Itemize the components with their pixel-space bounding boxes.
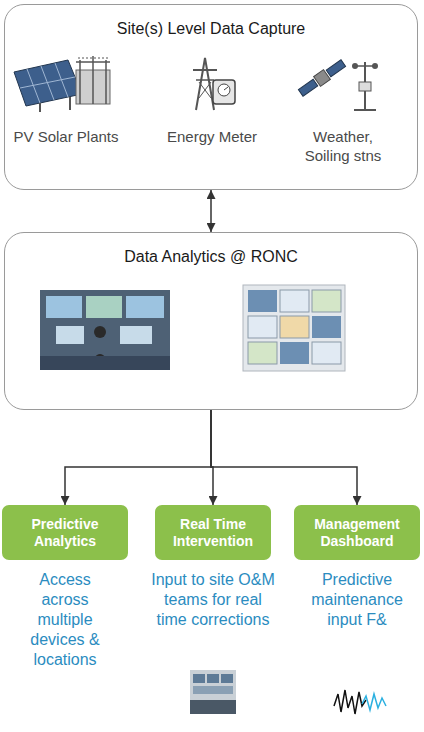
output-box: Management DashboardPredictive maintenan… <box>294 505 420 560</box>
flow-connector <box>65 410 211 505</box>
flow-connector <box>211 410 357 505</box>
output-box: Real Time InterventionInput to site O&M … <box>155 505 271 560</box>
panel-heading: Data Analytics @ RONC <box>5 233 417 266</box>
box-description: Input to site O&M teams for real time co… <box>151 570 275 630</box>
control-room-photo <box>40 290 170 370</box>
icon-caption: Energy Meter <box>157 128 267 147</box>
weather-station-icon <box>297 58 378 110</box>
box-heading: Management Dashboard <box>294 505 420 560</box>
box-heading: Predictive Analytics <box>2 505 128 560</box>
analytics-panel: Data Analytics @ RONC <box>4 232 418 410</box>
dashboard-screens-photo <box>243 285 345 371</box>
output-box: Predictive AnalyticsAccess across multip… <box>2 505 128 560</box>
waveform-thumbnail <box>334 690 386 714</box>
box-description: Access across multiple devices & locatio… <box>15 570 115 670</box>
energy-meter-icon <box>193 58 235 110</box>
operations-room-thumbnail <box>190 670 236 714</box>
box-heading: Real Time Intervention <box>155 505 271 560</box>
icon-caption: PV Solar Plants <box>2 128 130 147</box>
icon-caption: Weather, Soiling stns <box>291 128 395 166</box>
flow-connector <box>210 190 212 232</box>
box-description: Predictive maintenance input F& <box>297 570 417 630</box>
solar-plant-icon <box>14 56 110 112</box>
panel-heading: Site(s) Level Data Capture <box>5 5 417 38</box>
